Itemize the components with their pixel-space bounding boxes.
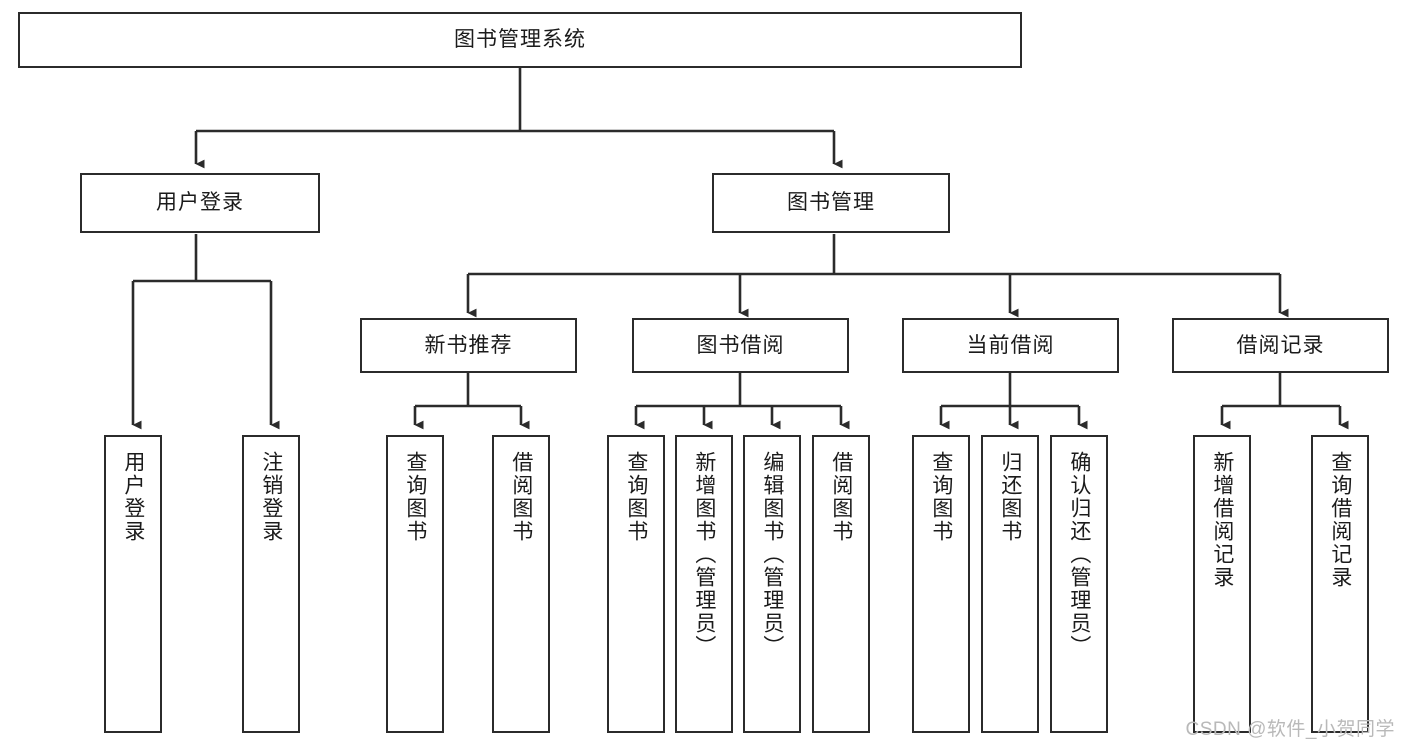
node-label: 图书管理系统 bbox=[454, 28, 586, 52]
node-leaf-user-login[interactable]: 用户登录 bbox=[104, 435, 162, 733]
node-leaf-borrow-book-2[interactable]: 借阅图书 bbox=[812, 435, 870, 733]
node-leaf-borrow-book-1[interactable]: 借阅图书 bbox=[492, 435, 550, 733]
node-borrow-record[interactable]: 借阅记录 bbox=[1172, 318, 1389, 373]
node-label: 编辑图书（管理员） bbox=[760, 451, 784, 658]
node-leaf-query-record[interactable]: 查询借阅记录 bbox=[1311, 435, 1369, 733]
node-leaf-add-book[interactable]: 新增图书（管理员） bbox=[675, 435, 733, 733]
node-label: 新增借阅记录 bbox=[1210, 451, 1234, 589]
node-leaf-query-book-3[interactable]: 查询图书 bbox=[912, 435, 970, 733]
node-label: 当前借阅 bbox=[966, 333, 1055, 357]
watermark-text: CSDN @软件_小贺同学 bbox=[1185, 719, 1395, 740]
node-label: 查询借阅记录 bbox=[1328, 451, 1352, 589]
node-label: 借阅图书 bbox=[509, 451, 533, 543]
node-label: 查询图书 bbox=[929, 451, 953, 543]
node-leaf-logout-login[interactable]: 注销登录 bbox=[242, 435, 300, 733]
node-user-login[interactable]: 用户登录 bbox=[80, 173, 320, 233]
node-book-management[interactable]: 图书管理 bbox=[712, 173, 950, 233]
node-label: 新增图书（管理员） bbox=[692, 451, 716, 658]
node-label: 图书借阅 bbox=[696, 333, 785, 357]
node-label: 借阅记录 bbox=[1236, 333, 1325, 357]
node-label: 查询图书 bbox=[624, 451, 648, 543]
node-label: 新书推荐 bbox=[424, 333, 513, 357]
node-new-book-recommend[interactable]: 新书推荐 bbox=[360, 318, 577, 373]
node-label: 注销登录 bbox=[259, 451, 283, 543]
node-leaf-return-book[interactable]: 归还图书 bbox=[981, 435, 1039, 733]
node-label: 归还图书 bbox=[998, 451, 1022, 543]
node-label: 图书管理 bbox=[787, 191, 875, 215]
node-label: 用户登录 bbox=[156, 191, 244, 215]
node-label: 查询图书 bbox=[403, 451, 427, 543]
node-label: 借阅图书 bbox=[829, 451, 853, 543]
node-current-borrow[interactable]: 当前借阅 bbox=[902, 318, 1119, 373]
node-book-borrow[interactable]: 图书借阅 bbox=[632, 318, 849, 373]
node-leaf-query-book-2[interactable]: 查询图书 bbox=[607, 435, 665, 733]
node-label: 确认归还（管理员） bbox=[1067, 451, 1091, 658]
node-leaf-add-record[interactable]: 新增借阅记录 bbox=[1193, 435, 1251, 733]
node-leaf-edit-book[interactable]: 编辑图书（管理员） bbox=[743, 435, 801, 733]
node-label: 用户登录 bbox=[121, 451, 145, 543]
node-leaf-query-book-1[interactable]: 查询图书 bbox=[386, 435, 444, 733]
node-leaf-confirm-return[interactable]: 确认归还（管理员） bbox=[1050, 435, 1108, 733]
node-root-system[interactable]: 图书管理系统 bbox=[18, 12, 1022, 68]
